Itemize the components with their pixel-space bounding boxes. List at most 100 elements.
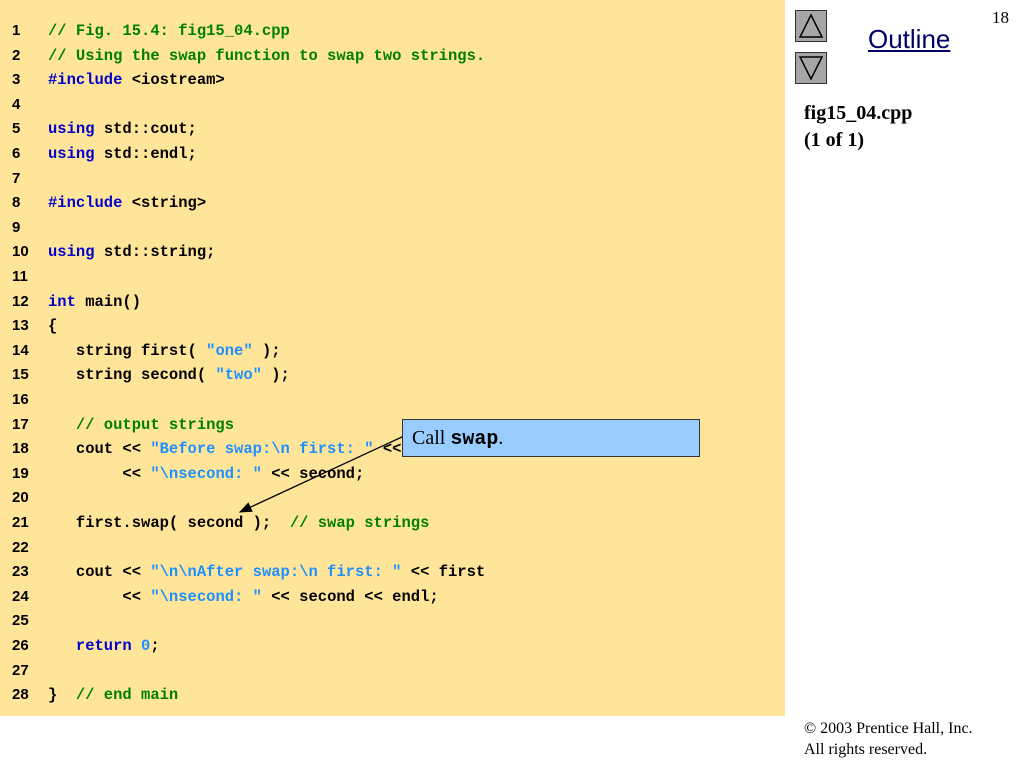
triangle-up-icon (798, 13, 824, 38)
line-number: 4 (12, 95, 21, 113)
callout-suffix: . (498, 427, 504, 449)
code-token: "\nsecond: " (150, 587, 262, 606)
line-number: 19 (12, 464, 29, 482)
code-token: <iostream> (122, 71, 225, 90)
code-token: std::endl; (94, 145, 197, 163)
line-number: 25 (12, 612, 29, 630)
copyright-line-1: 2003 Prentice Hall, Inc. (820, 720, 973, 737)
code-text: // output strings (48, 413, 234, 437)
code-token: // Using the swap function to swap two s… (48, 46, 486, 65)
code-text: #include <iostream> (48, 68, 225, 92)
line-number: 15 (12, 366, 29, 384)
code-line: 28} // end main (0, 683, 785, 707)
page-number: 18 (992, 8, 1009, 27)
line-number: 8 (12, 194, 21, 212)
line-number: 9 (12, 218, 21, 236)
code-text: cout << "\n\nAfter swap:\n first: " << f… (48, 560, 485, 584)
line-number: 11 (12, 268, 28, 285)
code-text: cout << "Before swap:\n first: " << firs… (48, 437, 457, 461)
code-token: { (48, 317, 58, 336)
code-line: 16 (0, 388, 785, 412)
code-text: { (48, 314, 57, 338)
code-token: return (48, 637, 132, 655)
code-text: using std::endl; (48, 142, 197, 166)
code-token: // swap strings (289, 514, 430, 532)
code-token: #include (48, 71, 123, 90)
line-number: 26 (12, 637, 29, 654)
line-number: 24 (12, 587, 29, 605)
code-text: << "\nsecond: " << second; (48, 462, 364, 486)
code-token: first.swap( second ); (48, 514, 290, 532)
next-slide-button[interactable] (795, 52, 827, 84)
line-number: 12 (12, 292, 29, 310)
code-text: // Fig. 15.4: fig15_04.cpp (48, 19, 290, 43)
code-token: std::cout; (94, 120, 197, 139)
line-number: 5 (12, 120, 21, 138)
code-line: 13 { (0, 314, 785, 338)
code-token: "\n\nAfter swap:\n first: " (150, 563, 402, 582)
code-line: 5 using std::cout; (0, 117, 785, 141)
line-number: 21 (12, 514, 29, 531)
triangle-down-icon (798, 56, 824, 81)
line-number: 17 (12, 415, 29, 433)
code-token: ); (261, 366, 290, 385)
code-token: int (48, 292, 76, 311)
line-number: 27 (12, 661, 29, 679)
line-number: 13 (12, 317, 29, 335)
code-text: #include <string> (48, 191, 206, 215)
code-line: 22 (0, 536, 785, 560)
code-token: std::string; (94, 243, 216, 262)
file-label: fig15_04.cpp (1 of 1) (804, 100, 912, 154)
code-token: << second; (261, 464, 365, 483)
code-token: string first( (48, 341, 207, 360)
code-line: 7 (0, 167, 785, 191)
code-line: 2 // Using the swap function to swap two … (0, 44, 785, 68)
code-line: 19 << "\nsecond: " << second; (0, 462, 785, 486)
code-token: "one" (206, 341, 253, 360)
code-line: 27 (0, 659, 785, 683)
code-text: using std::string; (48, 240, 215, 264)
callout-code: swap (450, 428, 499, 451)
code-text: // Using the swap function to swap two s… (48, 44, 485, 68)
code-token: // output strings (48, 415, 235, 434)
outline-link[interactable]: Outline (868, 24, 951, 54)
code-token: "\nsecond: " (150, 464, 262, 483)
file-name: fig15_04.cpp (804, 102, 913, 124)
code-text: int main() (48, 290, 141, 314)
code-token: using (48, 120, 95, 139)
code-token: <string> (122, 194, 207, 213)
line-number: 16 (12, 391, 29, 408)
code-token: ); (252, 341, 281, 360)
code-text: string second( "two" ); (48, 363, 290, 387)
code-token: // Fig. 15.4: fig15_04.cpp (48, 22, 290, 40)
file-part: (1 of 1) (804, 129, 864, 151)
line-number: 28 (12, 686, 29, 704)
code-line: 26 return 0; (0, 634, 785, 658)
code-token: "Before swap:\n first: " (150, 440, 374, 459)
code-token: main() (75, 292, 142, 311)
code-line: 23 cout << "\n\nAfter swap:\n first: " <… (0, 560, 785, 584)
code-token: string second( (48, 366, 216, 385)
code-line: 21 first.swap( second ); // swap strings (0, 511, 785, 535)
code-token: ; (150, 637, 160, 655)
code-line: 9 (0, 216, 785, 240)
line-number: 23 (12, 563, 29, 581)
code-line: 24 << "\nsecond: " << second << endl; (0, 585, 785, 609)
code-line: 15 string second( "two" ); (0, 363, 785, 387)
code-token: 0 (141, 637, 151, 655)
code-token: using (48, 145, 95, 163)
previous-slide-button[interactable] (795, 10, 827, 42)
code-text: using std::cout; (48, 117, 197, 141)
line-number: 2 (12, 46, 21, 64)
callout-prefix: Call (412, 427, 451, 449)
code-text: << "\nsecond: " << second << endl; (48, 585, 438, 609)
code-token: << (48, 464, 151, 483)
code-token: using (48, 243, 95, 262)
code-text: first.swap( second ); // swap strings (48, 511, 429, 535)
code-token: #include (48, 194, 123, 213)
code-line: 8 #include <string> (0, 191, 785, 215)
code-line: 12 int main() (0, 290, 785, 314)
line-number: 3 (12, 71, 21, 89)
code-line: 4 (0, 93, 785, 117)
